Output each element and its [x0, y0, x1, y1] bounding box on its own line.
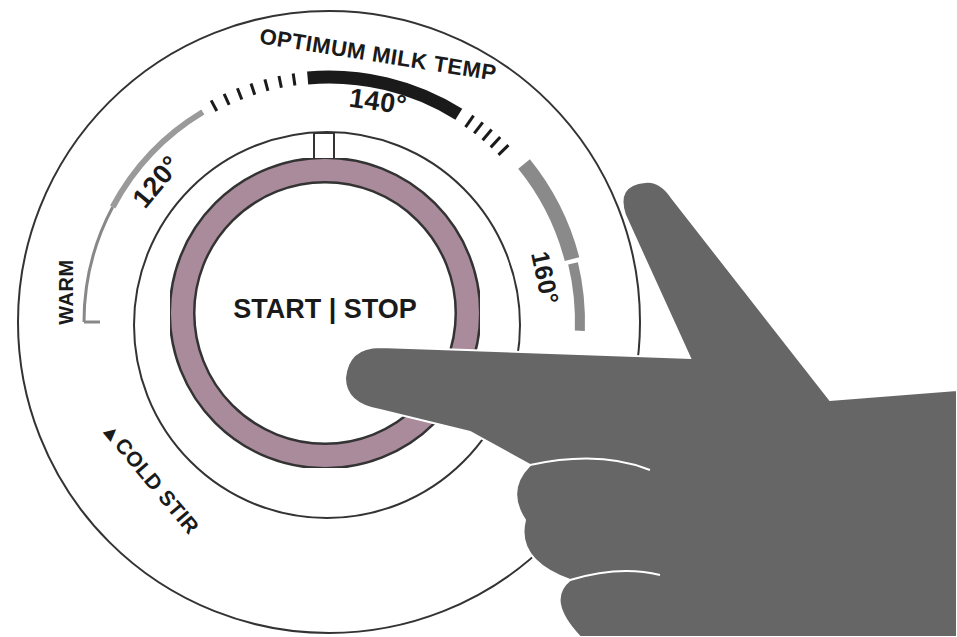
scale-tick — [466, 116, 474, 127]
scale-tick — [237, 88, 241, 99]
temp-scale — [84, 74, 580, 331]
pointing-hand — [345, 182, 957, 637]
high-temp-arc — [573, 263, 580, 330]
finger-crease — [530, 459, 650, 470]
mode-label: WARM — [55, 259, 78, 324]
warm-end-tick — [84, 321, 100, 324]
inner-ring — [134, 132, 520, 518]
scale-tick — [265, 79, 268, 91]
warm-arc — [84, 207, 113, 322]
scale-tick — [491, 137, 501, 147]
scale-tick — [251, 83, 255, 94]
finger-crease — [570, 571, 660, 580]
scale-tick — [211, 100, 217, 111]
scale-tick — [474, 122, 483, 133]
button-label: START | STOP — [170, 294, 480, 325]
scale-tick — [279, 76, 281, 88]
scale-tick — [498, 145, 508, 155]
scale-tick — [483, 130, 492, 141]
scale-tick — [224, 94, 229, 105]
high-temp-arc — [524, 164, 572, 259]
scale-tick — [293, 74, 295, 86]
